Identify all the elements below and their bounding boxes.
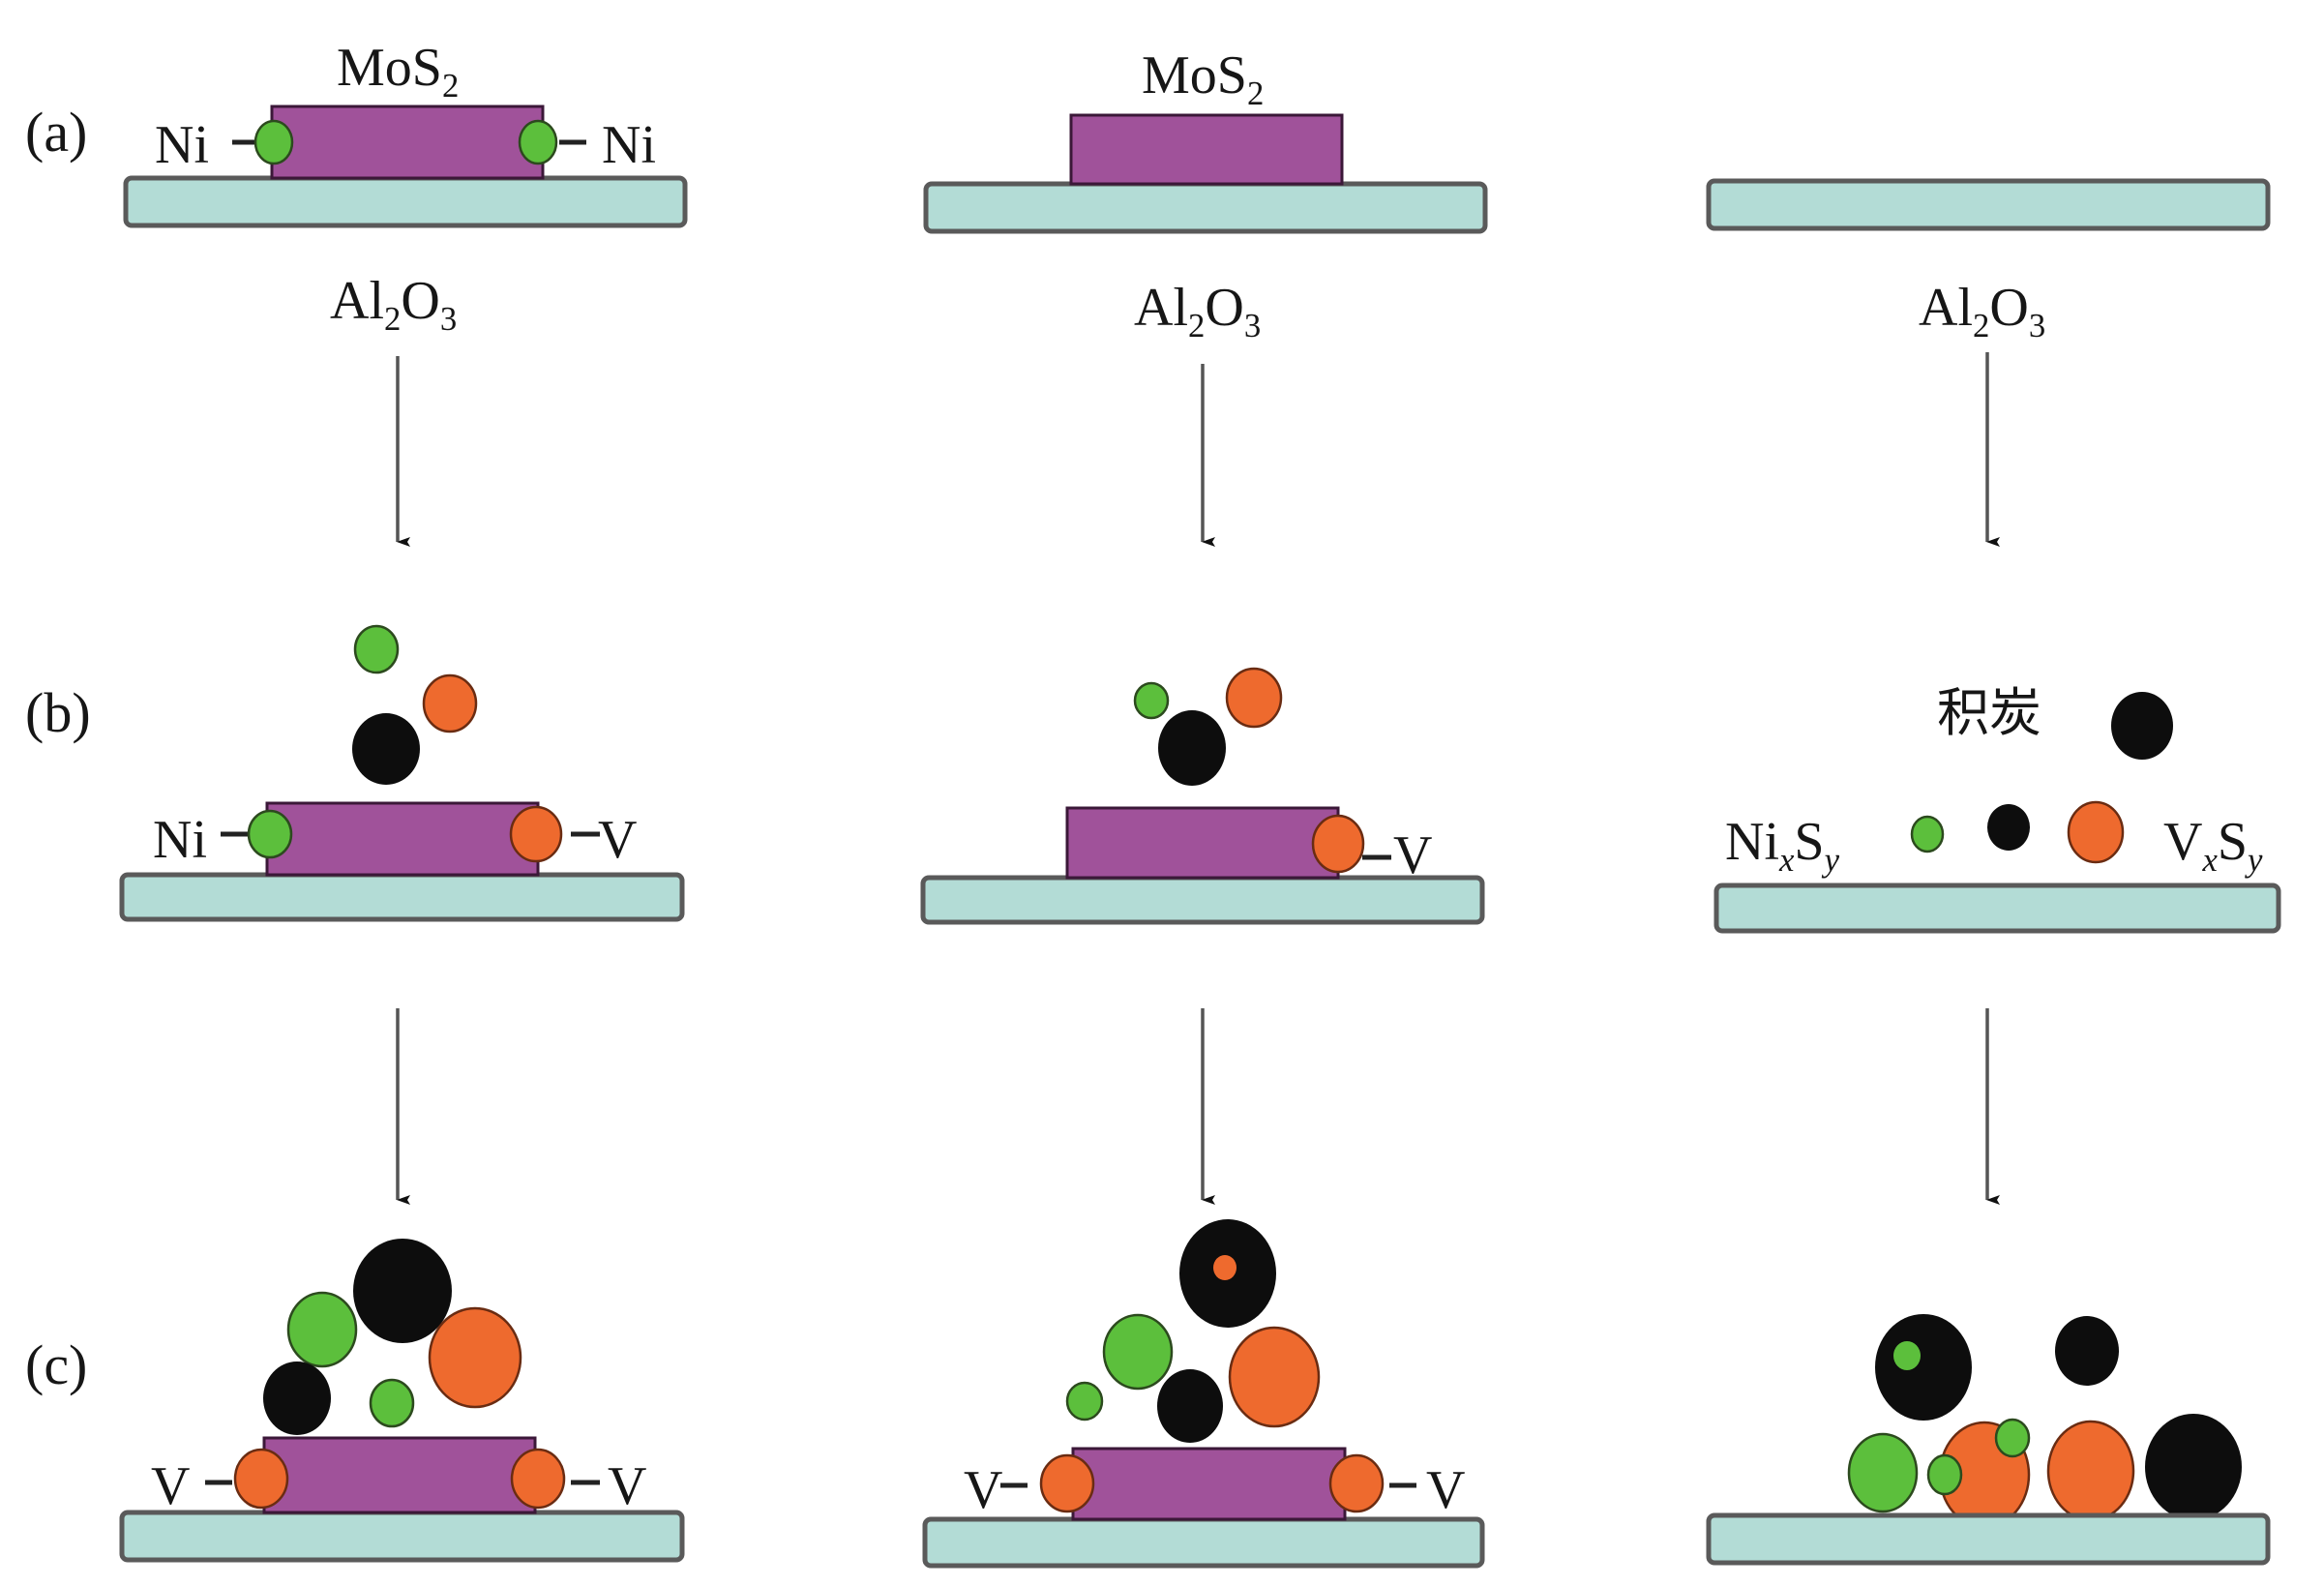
v-site-right — [509, 805, 563, 863]
mos2-label: MoS2 — [1142, 45, 1265, 113]
v-label-right: V — [1426, 1460, 1466, 1520]
coke-particle-large — [353, 1239, 452, 1343]
mos2-slab — [1065, 806, 1340, 880]
row-b-column-1 — [119, 624, 685, 922]
coke-particle-large — [2145, 1414, 2242, 1520]
coke-particle — [352, 713, 420, 785]
v-label-right: V — [608, 1456, 647, 1516]
alumina-substrate — [1713, 883, 2281, 934]
ni-particle-small — [1065, 1381, 1104, 1421]
ni-particle-large — [1102, 1313, 1174, 1391]
panel-label-c: (c) — [25, 1333, 88, 1396]
vxsy-label: VxSy — [2163, 812, 2263, 880]
ni-label-left: Ni — [155, 115, 209, 175]
v-site-right — [510, 1448, 566, 1510]
al2o3-label: Al2O3 — [330, 271, 458, 339]
v-particle — [422, 673, 478, 733]
coke-particle-with-ni-core — [1875, 1314, 1972, 1421]
nixsy-on-vxsy-left — [1926, 1453, 1963, 1496]
alumina-substrate — [123, 175, 688, 228]
row-a-column-3 — [1706, 178, 2271, 231]
v-particle-large — [428, 1306, 522, 1409]
row-c-column-3 — [1706, 1314, 2271, 1566]
coke-particle — [2111, 692, 2173, 760]
v-label-right: V — [1393, 825, 1433, 885]
mos2-slab — [1071, 1447, 1347, 1521]
ni-site-left — [247, 809, 293, 859]
v-label-left: V — [151, 1456, 191, 1516]
vxsy-particle — [2067, 800, 2125, 864]
coke-particle — [1158, 710, 1226, 786]
v-site-right — [1311, 814, 1365, 874]
v-site-right — [1328, 1453, 1385, 1513]
al2o3-label: Al2O3 — [1134, 278, 1262, 345]
v-particle-large — [1228, 1326, 1321, 1428]
nixsy-particle — [1910, 815, 1945, 853]
v-label-left: V — [964, 1460, 1003, 1520]
mos2-slab — [270, 105, 545, 180]
alumina-substrate — [922, 1516, 1485, 1569]
v-site-left — [233, 1448, 289, 1510]
panel-label-a: (a) — [25, 101, 88, 164]
nixsy-label: NixSy — [1725, 812, 1839, 880]
nixsy-on-vxsy-top — [1994, 1418, 2031, 1458]
mos2-slab — [262, 1436, 537, 1514]
coke-label: 积炭 — [1937, 682, 2041, 743]
row-c-column-2 — [922, 1219, 1485, 1569]
row-b-column-2 — [920, 667, 1485, 925]
coke-particle-small — [1987, 804, 2030, 851]
ni-particle — [353, 624, 400, 674]
row-a-column-2 — [923, 113, 1488, 234]
nixsy-particle — [1847, 1432, 1919, 1513]
panel-label-b: (b) — [25, 681, 91, 744]
al2o3-label: Al2O3 — [1919, 278, 2046, 345]
mos2-slab — [1069, 113, 1344, 186]
ni-core — [1893, 1341, 1921, 1370]
mos2-label: MoS2 — [337, 38, 460, 105]
ni-particle-small — [369, 1378, 415, 1428]
v-label-right: V — [598, 810, 638, 870]
alumina-substrate — [1706, 178, 2271, 231]
v-core — [1213, 1255, 1236, 1280]
ni-label-left: Ni — [153, 810, 207, 870]
coke-particle — [1157, 1369, 1223, 1443]
row-a-column-1 — [123, 105, 688, 228]
coke-particle — [2055, 1316, 2119, 1386]
ni-site-left — [253, 119, 294, 165]
ni-particle-large — [286, 1291, 358, 1368]
alumina-substrate — [119, 1510, 685, 1563]
v-particle — [1225, 667, 1283, 729]
ni-site-right — [518, 119, 558, 165]
vxsy-particle — [2046, 1420, 2135, 1522]
coke-particle — [263, 1362, 331, 1435]
v-site-left — [1039, 1453, 1095, 1513]
row-b-column-3 — [1713, 692, 2281, 934]
ni-label-right: Ni — [602, 115, 656, 175]
alumina-substrate — [923, 181, 1488, 234]
alumina-substrate — [1706, 1512, 2271, 1566]
row-c-column-1 — [119, 1239, 685, 1563]
ni-particle — [1133, 681, 1170, 720]
mos2-slab — [265, 801, 540, 877]
alumina-substrate — [119, 872, 685, 922]
